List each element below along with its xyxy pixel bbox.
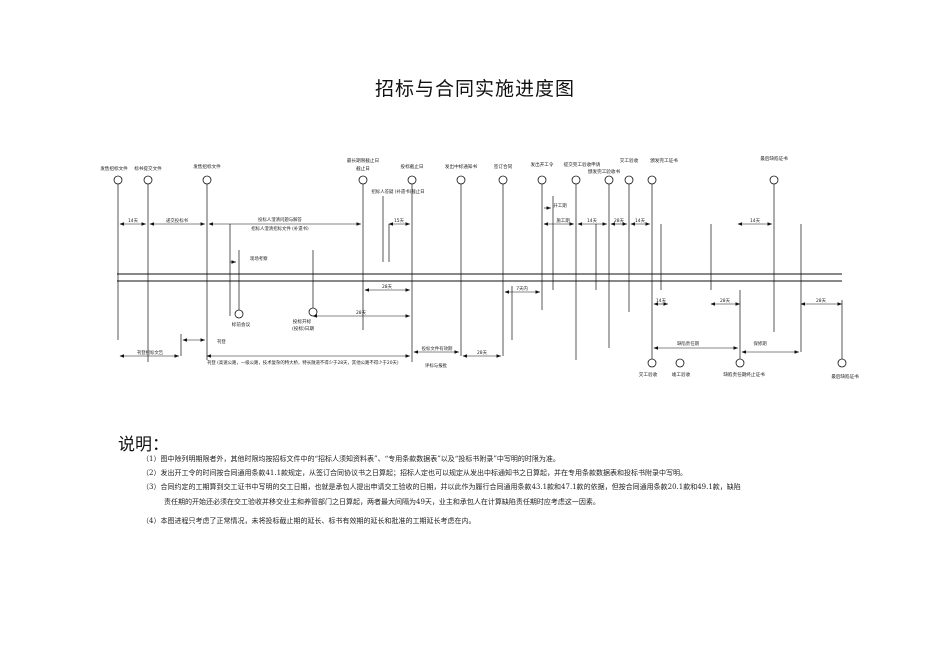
- note-2: （2）发出开工令的时间按合同通用条款41.1款规定，从签订合同协议书之日算起；招…: [142, 469, 688, 477]
- event-label: 颁发完工证书: [650, 157, 678, 164]
- note-1: （1）图中除列明期限者外，其他时限均按招标文件中的“招标人须知资料表”、“专用条…: [142, 455, 560, 463]
- clarify-label: 投标人澄清问题与解答: [258, 216, 303, 223]
- event-label: 提交完工验收申请: [564, 161, 601, 168]
- event-completion-application: 提交完工验收申请 颁发完工验收书: [564, 161, 621, 360]
- event-label: 发售招标文件: [100, 165, 128, 172]
- bid-open-label: 投标开标: [293, 318, 312, 325]
- note-4: （4）本图进程只考虑了正常情况，未将投标截止期的延长、标书有效期的延长和批准的工…: [142, 517, 476, 525]
- site-visit-label: 现场考察: [250, 255, 268, 262]
- event-label: 投标截止日: [401, 163, 424, 170]
- interval-row-top: 14天 递交投标书 投标人澄清问题与解答 招标人澄清招标文件 (补遗书) 招标人…: [119, 188, 772, 232]
- defect-period-label: 缺陷责任期: [677, 340, 700, 347]
- marker-final-acceptance: 交工验收: [639, 358, 658, 378]
- bid-validity-label: 投标文件有效期: [422, 345, 453, 352]
- event-label: 签订合同: [494, 163, 513, 170]
- marker-final-cert: 最后缺陷证书: [831, 358, 859, 380]
- event-label: 发出开工令: [531, 161, 554, 168]
- ad-label: 刊登招标文告: [137, 349, 164, 356]
- event-issue-docs: 发售招标文件: [100, 165, 128, 340]
- note-3: （3）合同约定的工期算到交工证书中写明的交工日期，也就是承包人提出申请交工验收的…: [142, 483, 741, 491]
- page-title: 招标与合同实施进度图: [374, 78, 575, 100]
- event-completion-certificate: 颁发完工证书: [647, 157, 678, 360]
- defect-cert-label: 缺陷责任期终止证书: [723, 371, 765, 378]
- duration-label: 28天: [356, 310, 367, 316]
- marker-defect-end: 竣工验收: [672, 358, 691, 378]
- reply-note-label: 招标人答疑 (补遗书)截止日: [371, 188, 424, 195]
- final-acceptance-label: 交工验收: [639, 371, 658, 378]
- prep-docs-label: 递交投标书: [166, 217, 189, 224]
- duration-label: 14天: [587, 218, 598, 224]
- eval-label: 评标与报批: [425, 362, 448, 369]
- event-sign-contract: 签订合同: [494, 163, 513, 356]
- event-label: 发售招标文件: [193, 163, 221, 170]
- duration-label: 28天: [720, 298, 731, 304]
- event-clarify-deadline: 最长期限截止日 截止日: [347, 157, 379, 330]
- duration-label: 14天: [656, 298, 667, 304]
- event-final-certificate: 最后缺陷证书: [760, 155, 788, 332]
- duration-label: 28天: [477, 350, 488, 356]
- event-start-order: 发出开工令: [531, 161, 554, 310]
- event-award-notice: 发出中标通知书: [445, 163, 478, 356]
- bid-open-sub-label: (投标)日期: [292, 325, 314, 332]
- marker-defect-cert: 缺陷责任期终止证书: [723, 358, 765, 378]
- publish-label: 刊登: [217, 338, 226, 345]
- scope-label: 刊登 (高速公路，一级公路，技术复杂的特大桥，特长隧道不得少于28天，其他公路不…: [207, 359, 399, 366]
- event-submit-docs: 标书提交文件: [134, 165, 162, 362]
- construction-label: 施工期: [556, 217, 570, 224]
- warranty-label: 保修期: [753, 340, 767, 347]
- duration-label: 28天: [816, 298, 827, 304]
- event-label: 最长期限截止日: [347, 157, 379, 164]
- duration-label: 14天: [128, 218, 139, 224]
- notes-heading: 说明：: [118, 435, 169, 455]
- duration-label: 14天: [635, 218, 646, 224]
- duration-label: 28天: [614, 218, 625, 224]
- pre-meeting-label: 标前会议: [232, 321, 251, 328]
- marker-bid-open: 投标开标 (投标)日期: [292, 307, 318, 332]
- event-issue-docs-2: 发售招标文件: [193, 163, 221, 360]
- event-sublabel: 颁发完工验收书: [588, 168, 621, 175]
- event-label: 交工验收: [620, 157, 639, 164]
- duration-label: 28天: [382, 284, 393, 290]
- defect-end-label: 竣工验收: [672, 371, 691, 378]
- final-cert-label: 最后缺陷证书: [831, 373, 859, 380]
- duration-label: 15天: [394, 218, 405, 224]
- marker-pre-meeting: 标前会议: [232, 309, 251, 328]
- note-3-cont: 责任期的开始还必须在交工验收并移交业主和养管部门之日算起，两者最大间隔为49天，…: [164, 498, 600, 506]
- duration-label: 14天: [750, 218, 761, 224]
- event-label: 标书提交文件: [134, 165, 162, 172]
- event-handover-inspection: 交工验收: [620, 157, 639, 312]
- event-bid-deadline: 投标截止日: [401, 163, 424, 362]
- event-label: 发出中标通知书: [445, 163, 478, 170]
- event-label: 最后缺陷证书: [760, 155, 788, 162]
- start-period-label: 开工期: [553, 203, 567, 209]
- duration-label: 7天内: [516, 285, 528, 292]
- clarify-sub-label: 招标人澄清招标文件 (补遗书): [251, 225, 309, 232]
- event-sublabel: 截止日: [356, 165, 370, 172]
